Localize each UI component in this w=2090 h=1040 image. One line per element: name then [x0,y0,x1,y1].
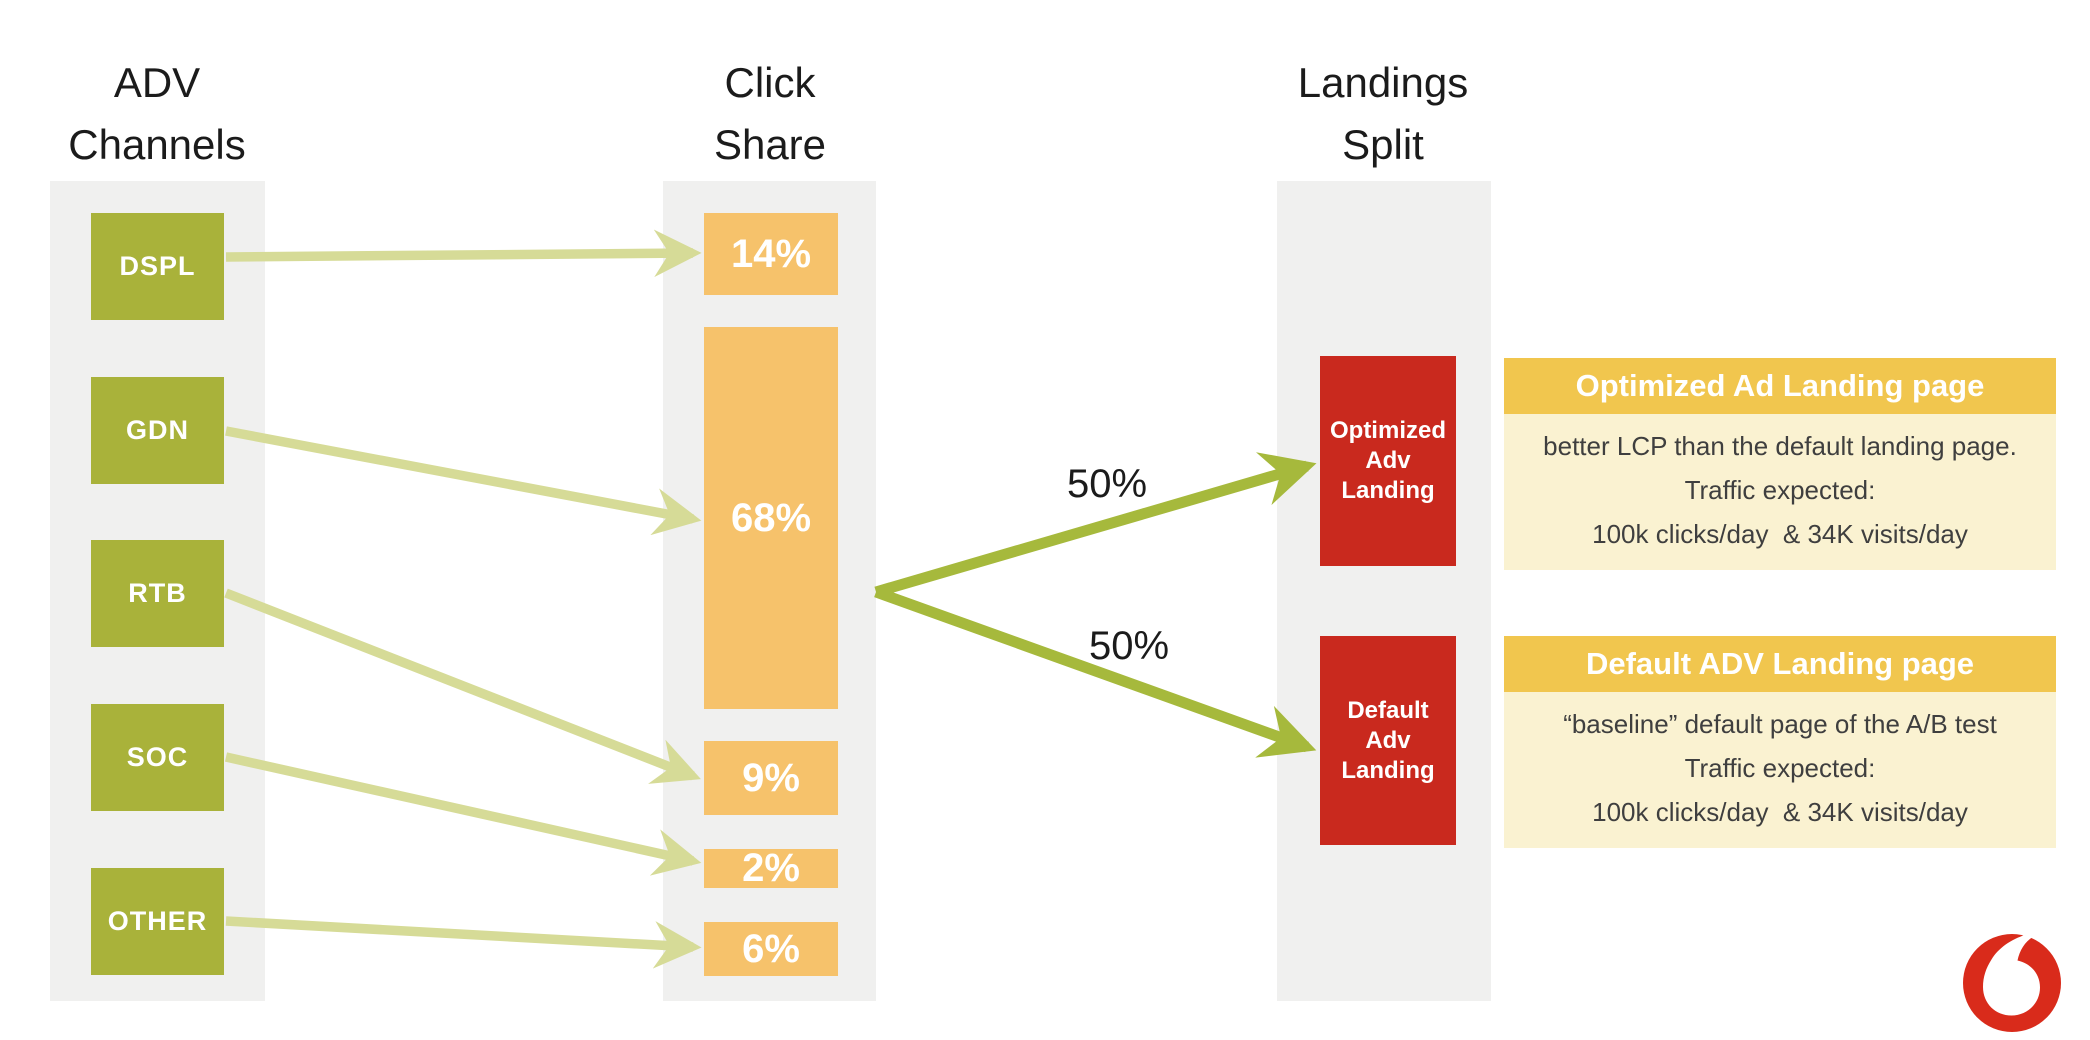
panel-landings-split [1277,181,1491,1001]
arrow-gdn-to-68 [225,426,702,536]
card-optimized-landing: Optimized Ad Landing page better LCP tha… [1504,358,2056,570]
share-box-14: 14% [704,213,838,295]
share-box-9: 9% [704,741,838,815]
channel-box-rtb: RTB [91,540,224,647]
column-title-landings-split: Landings Split [1297,59,1469,169]
card-default-landing: Default ADV Landing page “baseline” defa… [1504,636,2056,848]
vodafone-logo-icon [1963,934,2061,1032]
card-body-default: “baseline” default page of the A/B test … [1504,692,2056,848]
arrow-split-to-default [874,586,1317,758]
arrow-soc-to-2 [224,752,702,876]
card-title-optimized: Optimized Ad Landing page [1504,358,2056,414]
arrow-rtb-to-9 [224,588,701,784]
channel-box-soc: SOC [91,704,224,811]
split-percent-top: 50% [1066,462,1148,506]
arrow-other-to-6 [225,916,702,969]
split-percent-bottom: 50% [1088,624,1170,668]
card-body-optimized: better LCP than the default landing page… [1504,414,2056,570]
landing-box-default: Default Adv Landing [1320,636,1456,845]
landing-box-optimized: Optimized Adv Landing [1320,356,1456,566]
channel-box-gdn: GDN [91,377,224,484]
share-box-68: 68% [704,327,838,709]
share-box-6: 6% [704,922,838,976]
arrow-dspl-to-14 [225,229,702,278]
channel-box-other: OTHER [91,868,224,975]
share-box-2: 2% [704,846,838,890]
channel-box-dspl: DSPL [91,213,224,320]
column-title-click-share: Click Share [713,59,827,169]
column-title-adv-channels: ADV Channels [68,59,246,169]
card-title-default: Default ADV Landing page [1504,636,2056,692]
